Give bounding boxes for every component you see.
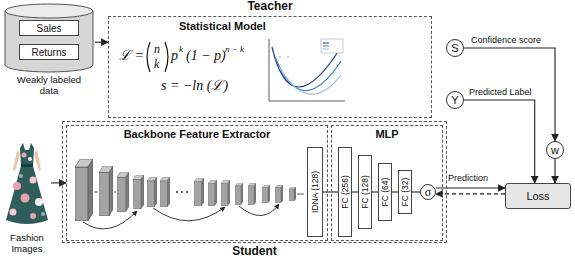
node-text: Sales bbox=[36, 23, 61, 34]
connector-arrow bbox=[95, 42, 108, 43]
connector-arrow bbox=[464, 100, 535, 183]
node-text: IDNA (128) bbox=[310, 171, 320, 213]
formula-term: ℒ = bbox=[119, 49, 144, 63]
connector-arrow bbox=[51, 182, 66, 183]
formula-term: n − k bbox=[225, 44, 244, 54]
fc-layer: FC (256) bbox=[338, 147, 352, 237]
connector-arrow bbox=[412, 191, 420, 192]
node-text: FC (32) bbox=[400, 178, 410, 207]
fc-layer: FC (128) bbox=[358, 155, 372, 229]
node-text: Loss bbox=[526, 190, 549, 202]
node-text: σ bbox=[425, 186, 431, 198]
node-text: FC (128) bbox=[360, 175, 370, 209]
node-text: Fashion Images bbox=[3, 232, 51, 254]
node-text: Returns bbox=[31, 47, 66, 58]
formula-term: p bbox=[171, 49, 178, 63]
database-icon bbox=[3, 3, 95, 73]
node-text: S bbox=[451, 42, 458, 54]
cnn-layers bbox=[67, 126, 327, 240]
formula-term: k bbox=[154, 57, 159, 71]
backbone-region: Backbone Feature ExtractorIDNA (128) bbox=[66, 125, 328, 241]
table-box: Returns bbox=[19, 44, 79, 60]
connector-arrow bbox=[554, 159, 555, 183]
teacher-region: TeacherStatistical Modelℒ =nkpk(1 − p)n … bbox=[108, 16, 432, 118]
score-circle: S bbox=[446, 39, 464, 57]
formula-term: s = −ln (ℒ) bbox=[161, 79, 228, 93]
connector-arrow bbox=[464, 48, 555, 141]
formula-term: (1 − p) bbox=[186, 49, 226, 63]
dress-image bbox=[3, 140, 51, 230]
node-text: Statistical Model bbox=[179, 20, 266, 33]
edge-label: Confidence score bbox=[470, 35, 542, 46]
edge-label: Prediction bbox=[447, 173, 489, 184]
node-text: FC (64) bbox=[380, 178, 390, 207]
node-text: FC (256) bbox=[340, 175, 350, 209]
fc-layer: FC (32) bbox=[398, 170, 412, 214]
label-circle: Y bbox=[446, 91, 464, 109]
node-text: Y bbox=[451, 94, 458, 106]
node-text: Backbone Feature Extractor bbox=[67, 128, 327, 141]
data-store: Weakly labeled data SalesReturns bbox=[3, 3, 95, 101]
weight-circle: w bbox=[546, 141, 564, 159]
fc-layer: FC (64) bbox=[378, 163, 392, 221]
formula-term: n bbox=[154, 42, 160, 56]
node-text: Student bbox=[63, 245, 446, 258]
feature-layer: IDNA (128) bbox=[307, 147, 323, 237]
edge-label: Predicted Label bbox=[468, 87, 533, 98]
node-text: Weakly labeled data bbox=[14, 74, 84, 96]
mlp-region: MLP FC (256) FC (128) FC (64) FC (32) σ bbox=[331, 125, 443, 241]
table-box: Sales bbox=[19, 20, 79, 36]
region-heading: Teacher bbox=[109, 0, 431, 13]
loss-box: Loss bbox=[505, 183, 571, 209]
student-region: Student Backbone Feature ExtractorIDNA (… bbox=[62, 121, 447, 243]
sigmoid-circle: σ bbox=[420, 184, 436, 200]
formula-term: k bbox=[179, 44, 183, 54]
node-text: MLP bbox=[332, 128, 442, 141]
node-text: w bbox=[551, 144, 559, 156]
input-image: Fashion Images bbox=[3, 140, 51, 256]
